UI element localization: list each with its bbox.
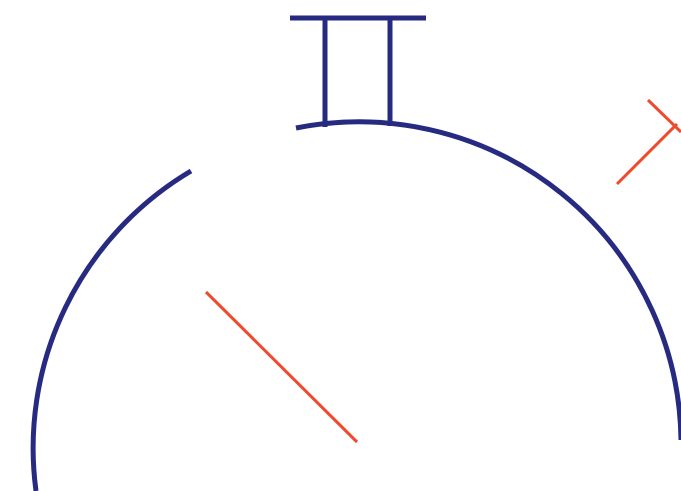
side-button-accent-lower: [615, 122, 679, 186]
dial-arc-left: [30, 168, 193, 491]
dial-arc-main: [295, 119, 681, 441]
stopwatch-hand: [204, 290, 359, 444]
side-button-accent: [646, 98, 681, 134]
